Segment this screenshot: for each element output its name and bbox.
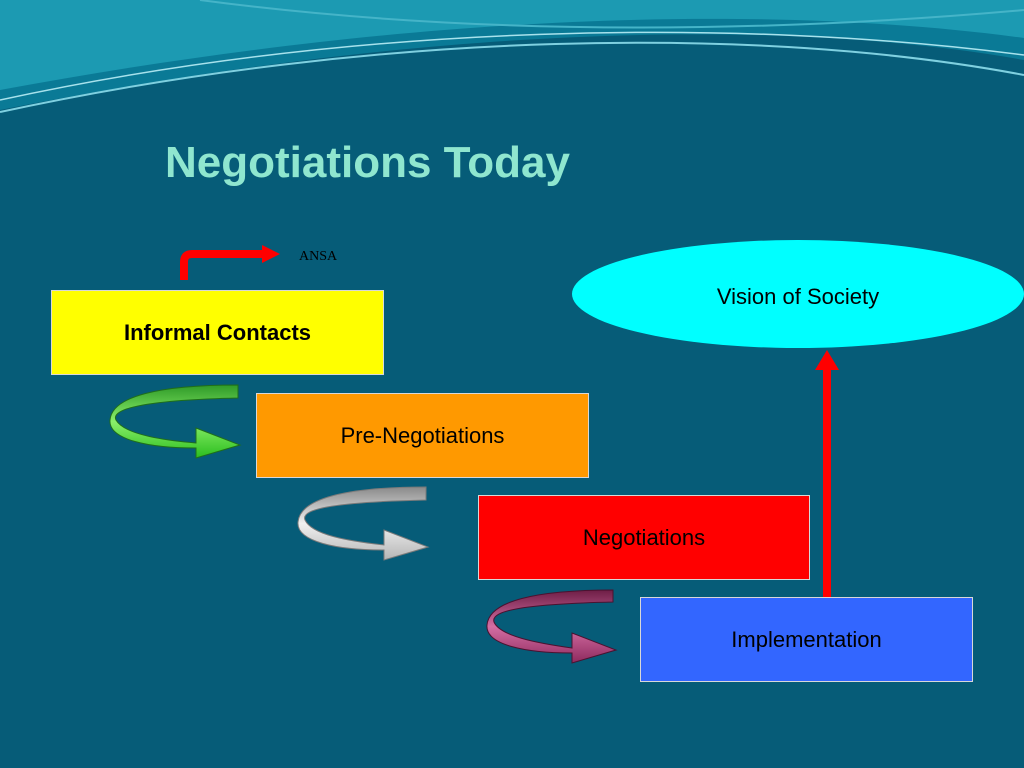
curved-arrow-plum [486,589,618,664]
stage-label-implementation: Implementation [731,626,882,652]
curved-arrow-green [109,384,242,459]
slide-title: Negotiations Today [165,138,570,187]
wave-line-1 [0,41,1024,113]
goal-vision-of-society: Vision of Society [572,240,1024,348]
ansa-arrow-head [262,245,280,263]
vertical-arrow-shaft [823,368,831,597]
stage-implementation: Implementation [640,597,973,682]
ansa-label: ANSA [299,249,338,264]
curved-arrow-gray [297,486,430,561]
stage-label-negotiations: Negotiations [582,524,706,550]
wave-line-2 [0,31,1024,101]
wave-line-3 [199,0,1024,29]
ansa-bent-arrow [180,250,262,280]
wave-band-light [0,0,1024,90]
goal-label: Vision of Society [716,284,880,309]
stage-negotiations: Negotiations [478,495,810,580]
stage-label-informal-contacts: Informal Contacts [123,319,312,345]
stage-pre-negotiations: Pre-Negotiations [256,393,589,478]
stage-label-pre-negotiations: Pre-Negotiations [340,422,505,448]
stage-informal-contacts: Informal Contacts [51,290,384,375]
vertical-arrow-head [815,350,839,370]
background-waves [0,0,1024,113]
